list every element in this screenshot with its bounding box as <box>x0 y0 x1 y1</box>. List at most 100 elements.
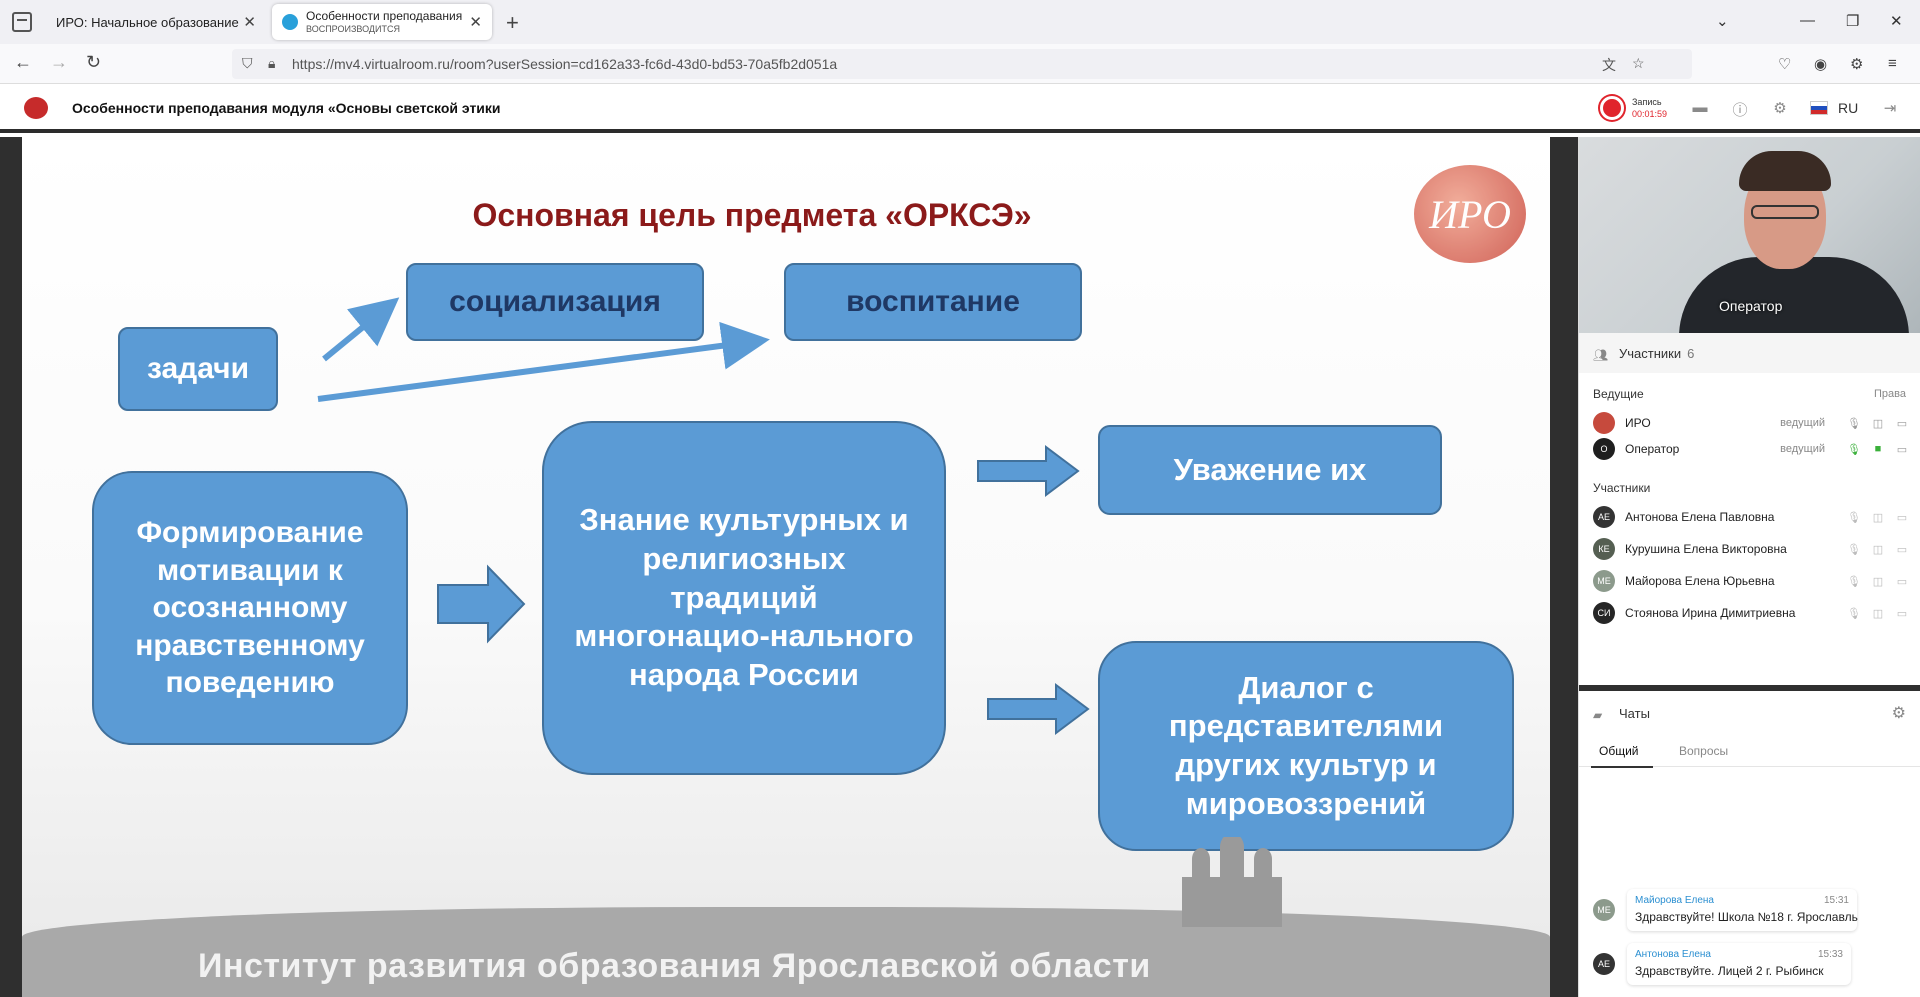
browser-tab-2[interactable]: Особенности преподавания м ВОСПРОИЗВОДИТ… <box>272 4 492 40</box>
message-author: Антонова Елена <box>1635 949 1711 960</box>
screen-share-icon[interactable]: ▭ <box>1896 576 1908 588</box>
chat-icon: ▰ <box>1593 708 1603 722</box>
box-dialog: Диалог с представителями других культур … <box>1098 641 1514 851</box>
screen-share-icon[interactable]: ▭ <box>1896 544 1908 556</box>
pocket-icon[interactable]: ♡ <box>1778 56 1792 73</box>
record-label: Запись <box>1632 97 1662 107</box>
info-icon[interactable]: ⓘ <box>1732 102 1748 119</box>
tab-playing-status: ВОСПРОИЗВОДИТСЯ <box>306 23 400 34</box>
church-silhouette-icon <box>1182 837 1282 927</box>
restore-icon[interactable]: ❐ <box>1846 13 1860 30</box>
video-person-body <box>1679 257 1909 333</box>
tab-questions[interactable]: Вопросы <box>1679 744 1729 758</box>
mic-off-icon[interactable]: 🎙︎ <box>1847 544 1861 556</box>
participant-role: ведущий <box>1780 443 1825 455</box>
panel-divider[interactable] <box>1579 685 1920 691</box>
mic-off-icon[interactable]: 🎙︎ <box>1847 608 1861 620</box>
participant-row[interactable]: О Оператор ведущий 🎙︎ ■ ▭ <box>1593 435 1909 463</box>
participants-header[interactable]: 👥︎ Участники 6 <box>1579 333 1920 373</box>
chat-tabs: Общий Вопросы <box>1579 737 1920 768</box>
lock-icon[interactable]: 🔒︎ <box>268 55 276 71</box>
camera-off-icon[interactable]: ◫ <box>1872 418 1884 430</box>
chat-message: АЕ Антонова Елена 15:33 Здравствуйте. Ли… <box>1593 943 1909 985</box>
avatar: АЕ <box>1593 506 1615 528</box>
menu-icon[interactable]: ≡ <box>1888 55 1897 72</box>
slide-title: Основная цель предмета «ОРКСЭ» <box>472 197 1032 233</box>
box-respect: Уважение их <box>1098 425 1442 515</box>
message-time: 15:31 <box>1823 895 1849 906</box>
message-time: 15:33 <box>1817 949 1843 960</box>
arrow-left-icon[interactable]: ← <box>14 52 32 72</box>
close-icon[interactable]: ✕ <box>469 14 482 31</box>
screen-share-icon[interactable]: ▭ <box>1896 444 1908 456</box>
account-icon[interactable]: ◉ <box>1814 56 1828 73</box>
translate-icon[interactable]: 文 <box>1602 57 1616 73</box>
participant-role: ведущий <box>1780 417 1825 429</box>
browser-tab-1[interactable]: ИРО: Начальное образование ✕ <box>44 4 266 40</box>
arrow-to-upbringing <box>317 321 770 402</box>
screen-share-icon[interactable]: ▭ <box>1896 512 1908 524</box>
arrow-to-dialog <box>987 683 1090 735</box>
close-window-icon[interactable]: ✕ <box>1890 13 1903 30</box>
avatar: МЕ <box>1593 899 1615 921</box>
arrow-to-respect <box>977 445 1080 497</box>
arrow-right-icon[interactable]: → <box>50 52 68 72</box>
people-icon: 👥︎ <box>1593 348 1609 362</box>
participant-row[interactable]: ИРО ведущий 🎙︎ ◫ ▭ <box>1593 409 1909 437</box>
new-tab-icon[interactable]: + <box>506 10 519 35</box>
participant-row[interactable]: СИ Стоянова Ирина Димитриевна 🎙︎ ◫ ▭ <box>1593 599 1909 627</box>
avatar: МЕ <box>1593 570 1615 592</box>
camera-off-icon[interactable]: ◫ <box>1872 576 1884 588</box>
screen-share-icon[interactable]: ▭ <box>1896 418 1908 430</box>
russia-flag-icon[interactable] <box>1810 101 1828 115</box>
participant-row[interactable]: КЕ Курушина Елена Викторовна 🎙︎ ◫ ▭ <box>1593 535 1909 563</box>
avatar: КЕ <box>1593 538 1615 560</box>
participant-row[interactable]: АЕ Антонова Елена Павловна 🎙︎ ◫ ▭ <box>1593 503 1909 531</box>
record-icon[interactable] <box>1600 96 1624 120</box>
minimize-icon[interactable]: — <box>1800 12 1815 29</box>
camera-off-icon[interactable]: ◫ <box>1872 608 1884 620</box>
mic-off-icon[interactable]: 🎙︎ <box>1847 576 1861 588</box>
avatar: О <box>1593 438 1615 460</box>
chevron-down-icon[interactable]: ⌄ <box>1716 13 1729 30</box>
mic-on-icon[interactable]: 🎙︎ <box>1847 444 1861 456</box>
gear-icon[interactable]: ⚙ <box>1773 100 1787 117</box>
right-panel: Оператор 👥︎ Участники 6 Ведущие Права ИР… <box>1578 137 1920 997</box>
chats-title: Чаты <box>1619 705 1650 721</box>
camera-off-icon[interactable]: ◫ <box>1872 512 1884 524</box>
message-bubble: Майорова Елена 15:31 Здравствуйте! Школа… <box>1627 889 1858 931</box>
box-socialization: социализация <box>406 263 704 341</box>
tab-list-icon[interactable] <box>12 12 32 32</box>
language-selector[interactable]: RU <box>1838 100 1859 116</box>
camera-off-icon[interactable]: ◫ <box>1872 544 1884 556</box>
camera-on-icon[interactable]: ■ <box>1874 443 1882 455</box>
participants-count: 6 <box>1687 345 1695 361</box>
star-icon[interactable]: ☆ <box>1632 55 1645 71</box>
url-text[interactable]: https://mv4.virtualroom.ru/room?userSess… <box>292 56 838 72</box>
gear-icon[interactable]: ⚙ <box>1891 705 1906 722</box>
screen-share-icon[interactable]: ▭ <box>1896 608 1908 620</box>
box-tasks: задачи <box>118 327 278 411</box>
avatar: СИ <box>1593 602 1615 624</box>
extensions-icon[interactable]: ⚙ <box>1850 56 1864 73</box>
mic-off-icon[interactable]: 🎙︎ <box>1847 512 1861 524</box>
reload-icon[interactable]: ↻ <box>86 52 102 72</box>
url-bar[interactable]: ⛉ 🔒︎ https://mv4.virtualroom.ru/room?use… <box>232 49 1692 79</box>
browser-tabbar: ИРО: Начальное образование ✕ Особенности… <box>0 0 1920 44</box>
tab-general[interactable]: Общий <box>1591 744 1653 768</box>
close-icon[interactable]: ✕ <box>243 14 256 31</box>
slide-footer-text: Институт развития образования Ярославско… <box>198 947 1151 985</box>
participant-name: Оператор <box>1625 442 1680 456</box>
chats-header: ▰ Чаты <box>1579 693 1920 733</box>
mic-off-icon[interactable]: 🎙︎ <box>1847 418 1861 430</box>
chat-message: МЕ Майорова Елена 15:31 Здравствуйте! Шк… <box>1593 889 1909 931</box>
favicon-icon <box>282 14 298 30</box>
video-tile[interactable]: Оператор <box>1579 137 1920 333</box>
folder-icon[interactable]: ▬ <box>1692 99 1708 116</box>
participants-title: Участники <box>1619 345 1682 361</box>
video-person-hair <box>1739 151 1831 191</box>
participant-row[interactable]: МЕ Майорова Елена Юрьевна 🎙︎ ◫ ▭ <box>1593 567 1909 595</box>
exit-icon[interactable]: ⇥ <box>1883 100 1897 117</box>
box-knowledge: Знание культурных и религиозных традиций… <box>542 421 946 775</box>
shield-icon[interactable]: ⛉ <box>242 55 253 71</box>
